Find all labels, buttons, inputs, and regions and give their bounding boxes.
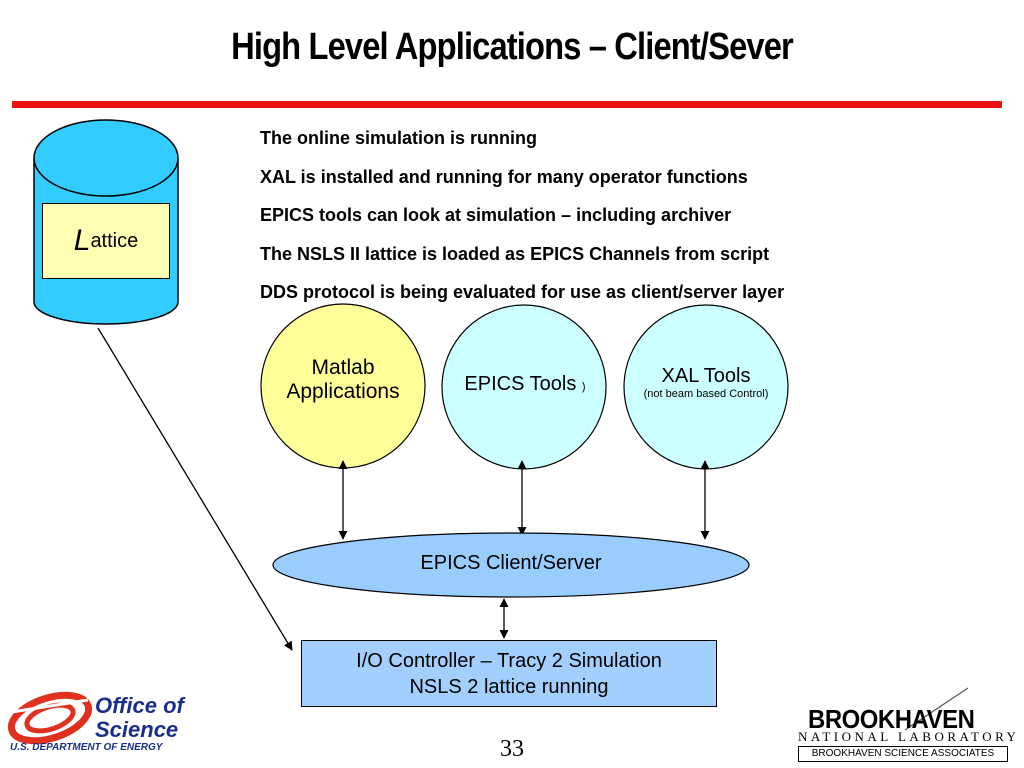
status-list: The online simulation is running XAL is … — [260, 119, 784, 312]
client-server-node — [272, 532, 750, 598]
io-controller-box: I/O Controller – Tracy 2 Simulation NSLS… — [301, 640, 717, 707]
client-server-label: EPICS Client/Server — [420, 552, 602, 574]
epics-tools-suffix: ) — [581, 381, 586, 393]
bnl-logo-icon — [904, 687, 969, 731]
doe-logo-text: Office of Science — [95, 694, 184, 742]
status-item: The NSLS II lattice is loaded as EPICS C… — [260, 243, 770, 264]
bnl-lab: NATIONAL LABORATORY — [798, 729, 1020, 744]
xal-tools-label: XAL Tools — [661, 365, 751, 387]
page-number: 33 — [500, 736, 524, 762]
doe-line2: Science — [95, 717, 179, 742]
matlab-node-label: Matlab Applications — [263, 356, 423, 404]
status-item: The online simulation is running — [260, 128, 538, 148]
io-controller-line2: NSLS 2 lattice running — [409, 675, 609, 698]
status-item: EPICS tools can look at simulation – inc… — [260, 205, 732, 225]
epics-tools-node-label: EPICS Tools ) — [443, 373, 607, 396]
xal-tools-node-label: XAL Tools (not beam based Control) — [618, 365, 794, 401]
doe-subtitle: U.S. DEPARTMENT OF ENERGY — [10, 742, 163, 753]
bnl-name: BROOKHAVEN — [808, 704, 975, 734]
title-divider — [12, 101, 1002, 108]
status-item: XAL is installed and running for many op… — [260, 166, 748, 187]
matlab-line1: Matlab — [311, 356, 375, 379]
slide-title: High Level Applications – Client/Sever — [231, 26, 794, 68]
matlab-line2: Applications — [286, 380, 400, 404]
lattice-initial: L — [73, 224, 91, 257]
xal-tools-sub: (not beam based Control) — [643, 388, 769, 400]
bnl-associates: BROOKHAVEN SCIENCE ASSOCIATES — [798, 746, 1008, 762]
doe-logo-icon — [7, 691, 93, 745]
lattice-rest: attice — [90, 229, 139, 252]
status-item: DDS protocol is being evaluated for use … — [260, 282, 785, 302]
doe-line1: Office of — [95, 693, 184, 718]
epics-tools-label: EPICS Tools — [464, 373, 577, 395]
database-to-io-connector — [97, 327, 293, 651]
io-controller-line1: I/O Controller – Tracy 2 Simulation — [356, 649, 662, 672]
